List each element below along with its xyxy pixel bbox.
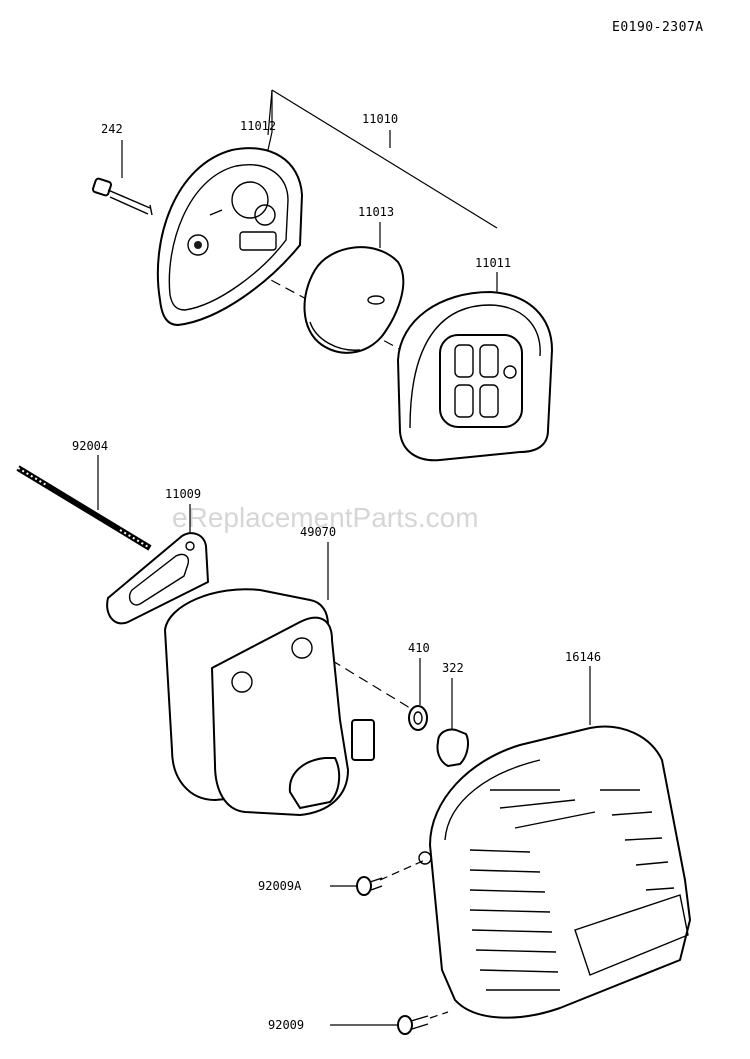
part-label-16146: 16146 <box>565 650 601 664</box>
stud-92004-drawing <box>16 465 152 551</box>
filter-element-11013-drawing <box>303 246 405 354</box>
part-label-49070: 49070 <box>300 525 336 539</box>
part-label-11011: 11011 <box>475 256 511 270</box>
part-label-11009: 11009 <box>165 487 201 501</box>
part-label-11013: 11013 <box>358 205 394 219</box>
watermark: eReplacementParts.com <box>172 502 479 533</box>
air-cleaner-cover-11011-drawing <box>397 291 553 462</box>
part-label-92009A: 92009A <box>258 879 302 893</box>
gasket-11009-drawing <box>106 532 209 625</box>
cylinder-cover-16146-drawing <box>418 725 691 1019</box>
part-label-92004: 92004 <box>72 439 108 453</box>
cooling-fins <box>469 789 675 991</box>
part-label-11010: 11010 <box>362 112 398 126</box>
air-cleaner-base-11012-drawing <box>156 147 303 326</box>
diagram-code: E0190-2307A <box>612 20 704 35</box>
screw-92009-drawing <box>397 1015 429 1035</box>
washer-410-drawing <box>408 705 428 731</box>
part-label-322: 322 <box>442 661 464 675</box>
part-label-242: 242 <box>101 122 123 136</box>
part-label-92009: 92009 <box>268 1018 304 1032</box>
part-label-410: 410 <box>408 641 430 655</box>
nut-322-drawing <box>436 728 469 767</box>
part-label-11012: 11012 <box>240 119 276 133</box>
part-labels: 242 11012 11010 11013 11011 92004 11009 … <box>72 112 601 1032</box>
muffler-49070-drawing <box>164 588 375 816</box>
screw-92009A-drawing <box>356 876 383 896</box>
bolt-242-drawing <box>92 177 153 216</box>
